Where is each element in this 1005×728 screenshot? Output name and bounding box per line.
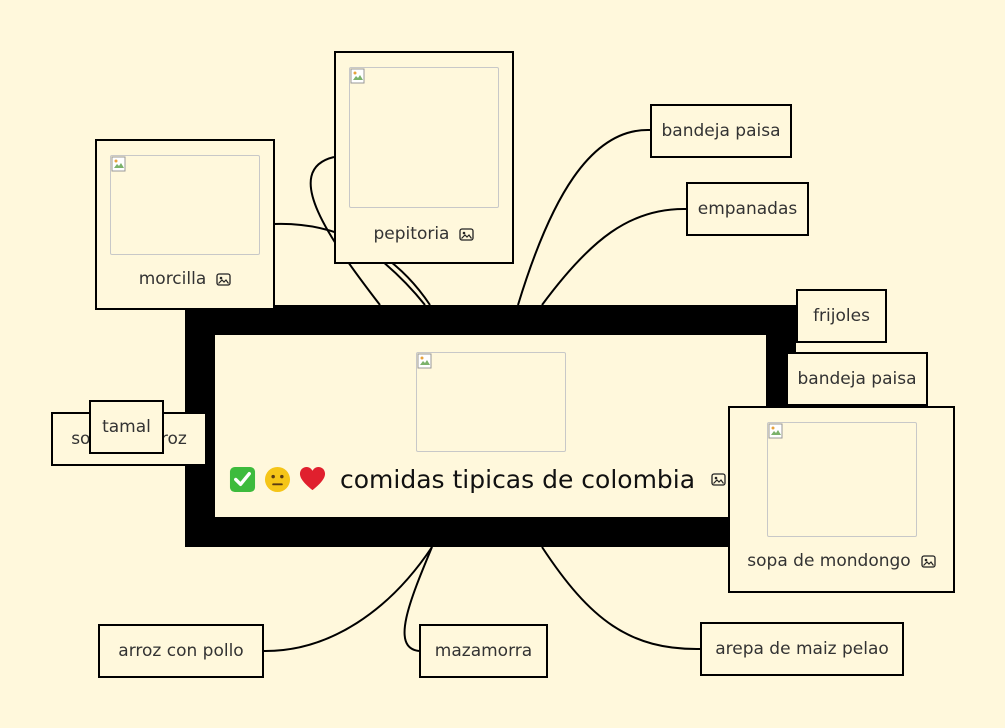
central-topic-title: comidas tipicas de colombia [340, 465, 696, 494]
topic-mazamorra[interactable]: mazamorra [419, 624, 548, 678]
topic-arepa-de-maiz-pelao[interactable]: arepa de maiz pelao [700, 622, 904, 676]
topic-sopa-de-mondongo[interactable]: sopa de mondongo [728, 406, 955, 593]
link-bandeja-paisa-1 [517, 128, 651, 306]
neutral-face-icon [264, 466, 291, 493]
topic-label: arepa de maiz pelao [715, 639, 889, 659]
picture-icon[interactable] [216, 272, 231, 286]
check-icon [229, 466, 256, 493]
central-topic[interactable]: comidas tipicas de colombia [185, 305, 796, 547]
link-mazamorra [403, 546, 433, 652]
topic-label: bandeja paisa [661, 121, 781, 141]
topic-label: pepitoria [373, 224, 450, 244]
topic-arroz-con-pollo[interactable]: arroz con pollo [98, 624, 264, 678]
topic-label: morcilla [138, 269, 207, 289]
topic-label: frijoles [813, 306, 870, 326]
topic-label: empanadas [697, 199, 798, 219]
heart-icon [299, 466, 326, 491]
topic-label: bandeja paisa [797, 369, 917, 389]
topic-frijoles[interactable]: frijoles [796, 289, 887, 343]
topic-morcilla[interactable]: morcilla [95, 139, 275, 310]
central-topic-title-row: comidas tipicas de colombia [229, 465, 749, 494]
link-empanadas [541, 207, 687, 306]
topic-bandeja-paisa[interactable]: bandeja paisa [650, 104, 792, 158]
topic-empanadas[interactable]: empanadas [686, 182, 809, 236]
link-arepa [541, 546, 701, 651]
topic-image [110, 155, 260, 255]
broken-image-icon [350, 68, 365, 84]
central-topic-content[interactable]: comidas tipicas de colombia [215, 335, 766, 517]
topic-label: mazamorra [434, 641, 533, 661]
broken-image-icon [417, 353, 432, 369]
topic-label: tamal [102, 417, 151, 437]
topic-label-row: morcilla [139, 269, 232, 289]
link-pepitoria [309, 156, 381, 306]
broken-image-icon [768, 423, 782, 439]
topic-label-row: pepitoria [374, 224, 475, 244]
link-arroz-con-pollo [262, 546, 433, 653]
topic-tamal[interactable]: tamal [89, 400, 164, 454]
topic-label: sopa de mondongo [747, 551, 911, 571]
central-topic-image [416, 352, 566, 452]
topic-image [766, 422, 917, 537]
picture-icon[interactable] [921, 554, 936, 568]
topic-label: arroz con pollo [118, 641, 244, 661]
topic-image [349, 67, 499, 208]
broken-image-icon [111, 156, 126, 172]
topic-label-row: sopa de mondongo [747, 551, 936, 571]
topic-pepitoria[interactable]: pepitoria [334, 51, 514, 264]
picture-icon[interactable] [711, 473, 726, 486]
picture-icon[interactable] [459, 227, 475, 241]
topic-bandeja-paisa-2[interactable]: bandeja paisa [786, 352, 928, 406]
